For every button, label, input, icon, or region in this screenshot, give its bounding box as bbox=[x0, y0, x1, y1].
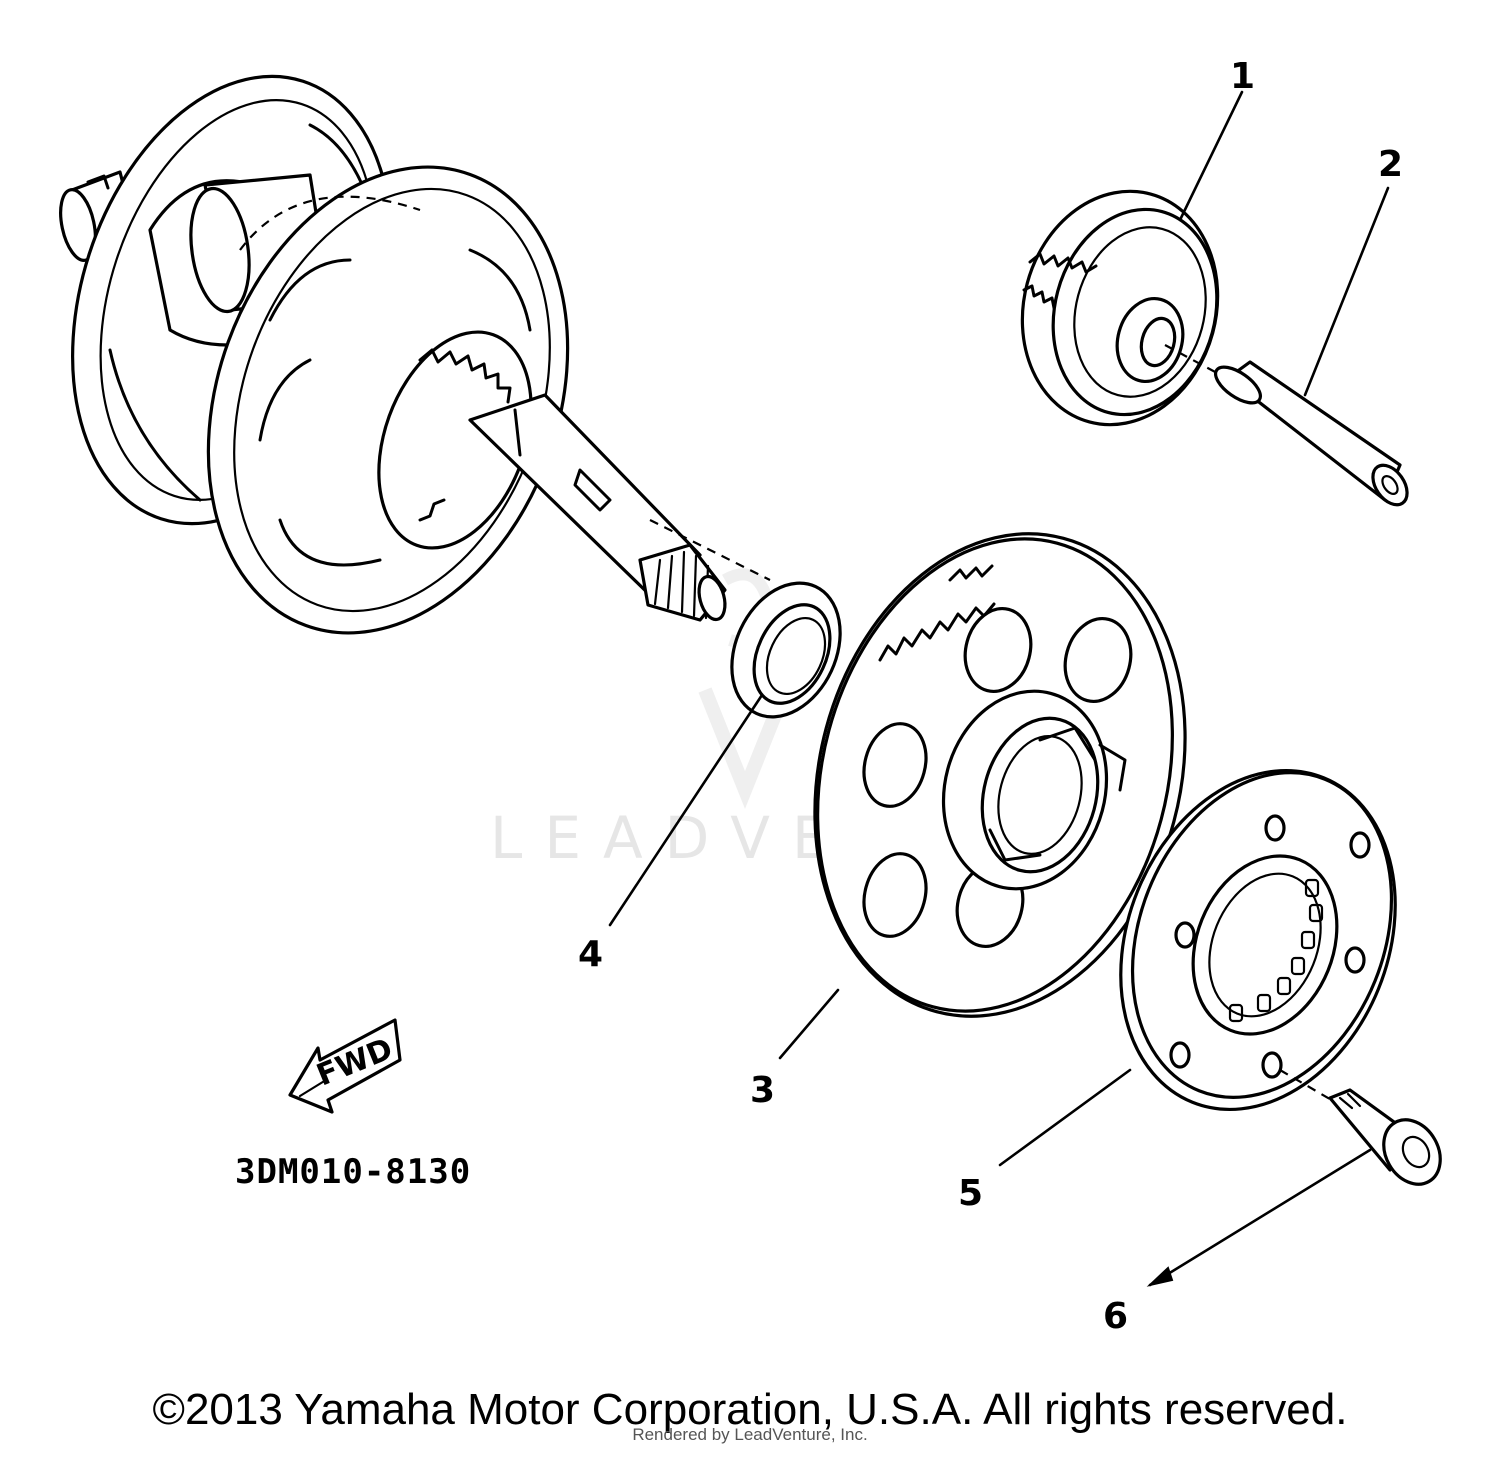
part-4-washer bbox=[730, 581, 842, 719]
callout-5: 5 bbox=[958, 1173, 983, 1214]
part-5-one-way-clutch bbox=[1119, 768, 1397, 1112]
part-1-idler-gear bbox=[1020, 189, 1231, 427]
callout-3: 3 bbox=[750, 1070, 775, 1111]
callout-6: 6 bbox=[1103, 1296, 1128, 1337]
part-6-bolt bbox=[1328, 1088, 1442, 1186]
callout-2: 2 bbox=[1378, 144, 1403, 185]
callout-4: 4 bbox=[578, 934, 603, 975]
leader-lines bbox=[608, 90, 1390, 1287]
diagram-code: 3DM010-8130 bbox=[235, 1152, 471, 1192]
crankshaft-assembly bbox=[59, 74, 771, 635]
callout-1: 1 bbox=[1230, 56, 1255, 97]
part-2-shaft bbox=[1214, 360, 1409, 507]
copyright-notice: ©2013 Yamaha Motor Corporation, U.S.A. A… bbox=[152, 1385, 1348, 1434]
part-3-starter-wheel-gear bbox=[813, 532, 1187, 1018]
fwd-arrow: FWD bbox=[288, 1018, 402, 1114]
rendered-by-notice: Rendered by LeadVenture, Inc. bbox=[632, 1425, 868, 1444]
